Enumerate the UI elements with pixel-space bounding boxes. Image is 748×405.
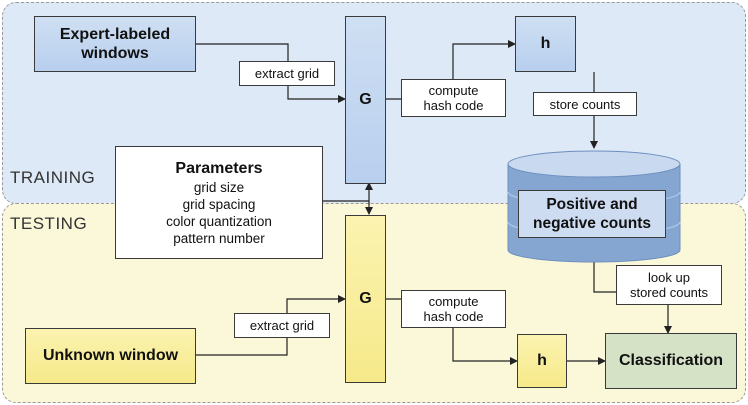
positive-negative-counts-label: Positive and negative counts xyxy=(533,196,651,232)
training-compute-hash-label: compute hash code xyxy=(401,79,506,117)
training-h-label: h xyxy=(540,35,551,52)
parameter-color-quantization: color quantization xyxy=(166,213,272,229)
parameter-grid-spacing: grid spacing xyxy=(182,196,256,212)
parameters-title: Parameters xyxy=(175,159,263,177)
classification-box: Classification xyxy=(605,333,737,389)
training-g-box: G xyxy=(345,16,386,184)
expert-labeled-windows-label: Expert-labeled windows xyxy=(59,26,171,62)
testing-h-label: h xyxy=(537,352,547,369)
training-extract-grid-label: extract grid xyxy=(239,61,335,86)
testing-compute-hash-text: compute hash code xyxy=(423,294,484,324)
training-h-box: h xyxy=(515,16,576,72)
testing-g-label: G xyxy=(359,290,372,307)
unknown-window-box: Unknown window xyxy=(25,328,196,384)
testing-g-box: G xyxy=(345,215,386,383)
training-compute-hash-text: compute hash code xyxy=(423,83,484,113)
positive-negative-counts-box: Positive and negative counts xyxy=(518,190,666,238)
training-label: TRAINING xyxy=(10,168,96,187)
testing-h-box: h xyxy=(517,334,567,388)
testing-extract-grid-label: extract grid xyxy=(234,313,330,338)
look-up-stored-counts-text: look up stored counts xyxy=(629,270,709,300)
unknown-window-label: Unknown window xyxy=(42,347,179,364)
expert-labeled-windows-box: Expert-labeled windows xyxy=(34,16,196,72)
parameter-grid-size: grid size xyxy=(193,179,245,195)
parameter-pattern-number: pattern number xyxy=(173,230,265,246)
look-up-stored-counts-label: look up stored counts xyxy=(616,265,722,305)
testing-label: TESTING xyxy=(10,214,88,233)
training-g-label: G xyxy=(359,91,372,108)
parameters-box: Parameters grid size grid spacing color … xyxy=(115,146,323,259)
store-counts-label: store counts xyxy=(533,92,637,116)
testing-compute-hash-label: compute hash code xyxy=(401,290,506,328)
classification-label: Classification xyxy=(618,352,724,369)
